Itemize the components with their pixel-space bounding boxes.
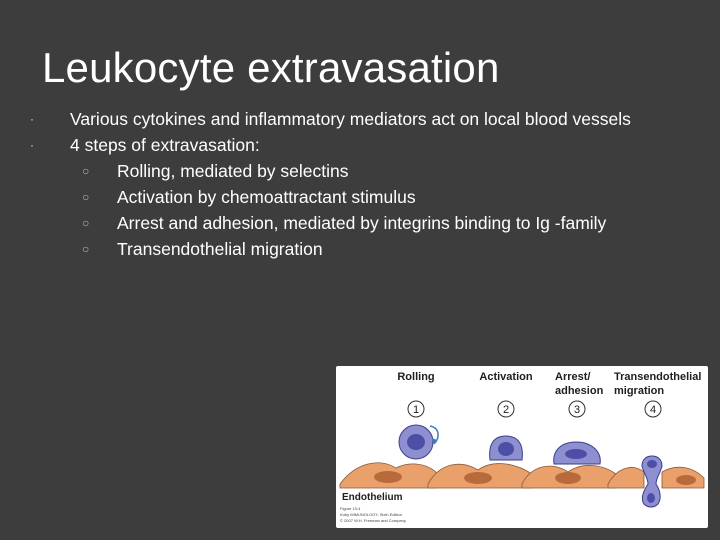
step-number-1: 1 [407,400,425,418]
figure-caption-line: Figure 13-4 [340,506,361,511]
stage-label-rolling: Rolling [397,371,434,383]
svg-text:1: 1 [413,404,419,416]
step-number-3: 3 [568,400,586,418]
endothelium-layer [339,462,705,489]
leukocyte-activation [489,435,523,461]
sub-bullet-text: Transendothelial migration [117,239,323,259]
step-number-4: 4 [644,400,662,418]
sub-bullet-marker: ○ [82,216,90,230]
sub-bullet-item: ○ Transendothelial migration [30,238,650,260]
stage-label-migration: migration [614,385,664,397]
svg-text:4: 4 [650,404,656,416]
svg-text:3: 3 [574,404,580,416]
extravasation-figure: Rolling Activation Arrest/ adhesion Tran… [336,366,708,528]
sub-bullet-item: ○ Rolling, mediated by selectins [30,160,650,182]
leukocyte-migrating [641,455,663,508]
bullet-marker: · [30,112,34,126]
sub-bullet-text: Activation by chemoattractant stimulus [117,187,416,207]
stage-label-transendothelial: Transendothelial [614,371,701,383]
slide-title: Leukocyte extravasation [42,44,500,91]
svg-text:2: 2 [503,404,509,416]
figure-caption-line: © 2007 W.H. Freeman and Company [340,518,406,523]
stage-label-activation: Activation [479,371,532,383]
sub-bullet-item: ○ Activation by chemoattractant stimulus [30,186,650,208]
bullet-marker: · [30,138,34,152]
bullet-item: · Various cytokines and inflammatory med… [30,108,650,130]
sub-bullet-item: ○ Arrest and adhesion, mediated by integ… [30,212,650,234]
sub-bullet-marker: ○ [82,190,90,204]
stage-label-adhesion: adhesion [555,385,604,397]
extravasation-diagram: Rolling Activation Arrest/ adhesion Tran… [339,371,705,523]
figure-caption-line: Kuby IMMUNOLOGY, Sixth Edition [340,512,402,517]
step-number-2: 2 [497,400,515,418]
rolling-arrow-icon [429,425,439,445]
leukocyte-arrest [553,441,601,465]
bullet-text: 4 steps of extravasation: [70,135,260,155]
bullet-text: Various cytokines and inflammatory media… [70,109,631,129]
sub-bullet-marker: ○ [82,164,90,178]
sub-bullet-marker: ○ [82,242,90,256]
endothelium-label: Endothelium [342,492,403,503]
bullet-item: · 4 steps of extravasation: [30,134,650,156]
sub-bullet-text: Arrest and adhesion, mediated by integri… [117,213,607,233]
leukocyte-rolling [398,424,439,460]
stage-label-arrest: Arrest/ [555,371,590,383]
sub-bullet-text: Rolling, mediated by selectins [117,161,349,181]
bullet-list: · Various cytokines and inflammatory med… [30,108,650,260]
